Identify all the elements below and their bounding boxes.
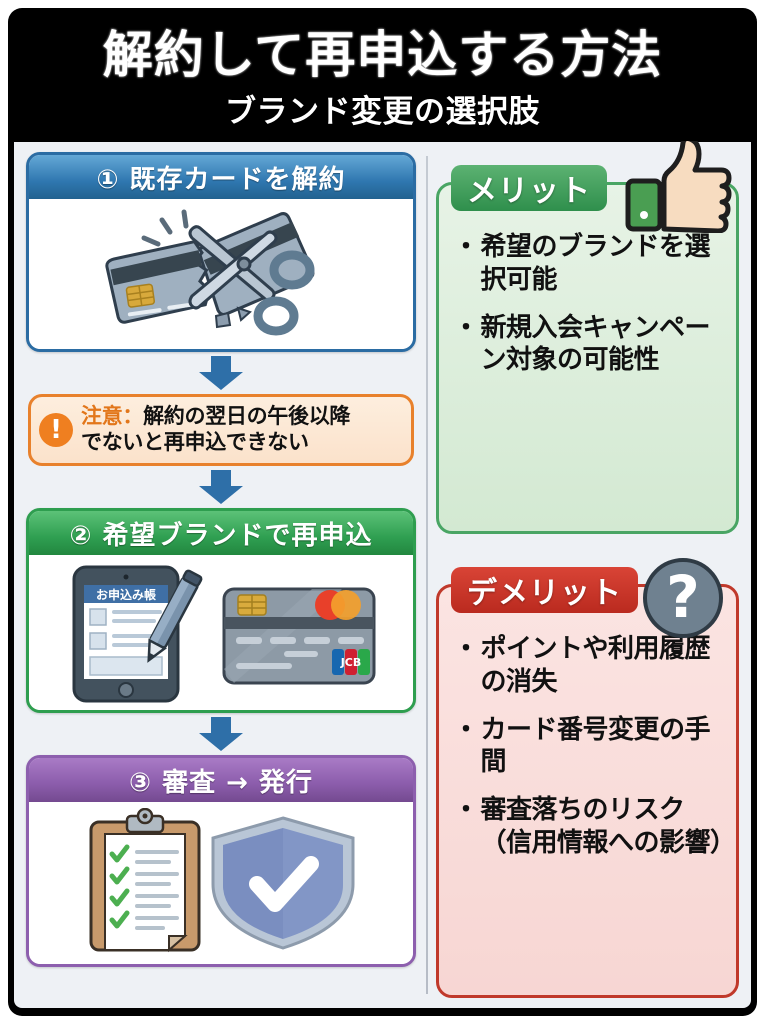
warning-note: ! 注意：解約の翌日の午後以降 でないと再申込できない xyxy=(28,394,414,467)
merit-panel: メリット ・ 希望のブランドを選択可能 ・ 新規入会キャンペーン対象の可能性 xyxy=(436,141,739,534)
question-mark-icon: ? xyxy=(643,558,723,638)
merit-list: ・ 希望のブランドを選択可能 ・ 新規入会キャンペーン対象の可能性 xyxy=(439,185,736,406)
svg-text:?: ? xyxy=(666,563,700,631)
merit-item-text: 新規入会キャンペーン対象の可能性 xyxy=(480,312,711,376)
step-card-1[interactable]: ① 既存カードを解約 xyxy=(26,152,416,352)
thumbs-up-icon xyxy=(625,141,732,233)
bullet-marker: ・ xyxy=(453,795,479,825)
demerit-item: ・ ポイントや利用履歴の消失 xyxy=(453,633,726,699)
step-3-illustration xyxy=(29,802,413,965)
step-2-title: ② 希望ブランドで再申込 xyxy=(29,511,413,556)
merit-item: ・ 新規入会キャンペーン対象の可能性 xyxy=(453,312,726,378)
column-divider xyxy=(426,156,428,994)
header: 解約して再申込する方法 ブランド変更の選択肢 xyxy=(14,14,751,142)
merit-item-text: 希望のブランドを選択可能 xyxy=(480,232,711,295)
cut-card-with-scissors-icon xyxy=(105,209,315,336)
demerit-item: ・ カード番号変更の手間 xyxy=(453,714,726,780)
merit-label: メリット xyxy=(451,165,607,211)
step-3-title: ③ 審査 → 発行 xyxy=(29,758,413,803)
pros-cons-column: メリット ・ 希望のブランドを選択可能 ・ 新規入会キャンペーン対象の可能性 xyxy=(434,141,745,1000)
content-board: ① 既存カードを解約 xyxy=(14,141,751,1008)
bullet-marker: ・ xyxy=(453,312,479,343)
steps-column: ① 既存カードを解約 xyxy=(20,150,420,1000)
arrow-step2-to-step3 xyxy=(26,717,416,752)
step-1-title: ① 既存カードを解約 xyxy=(29,155,413,199)
merit-item: ・ 希望のブランドを選択可能 xyxy=(453,231,726,297)
demerit-item-text: ポイントや利用履歴の消失 xyxy=(480,634,711,697)
svg-text:JCB: JCB xyxy=(340,656,362,669)
arrow-warning-to-step2 xyxy=(26,470,416,505)
bullet-marker: ・ xyxy=(453,714,479,745)
tablet-and-credit-card-icon: お申込み帳 xyxy=(72,565,376,703)
page-subtitle: ブランド変更の選択肢 xyxy=(225,94,540,130)
bullet-marker: ・ xyxy=(453,634,479,664)
step-card-2[interactable]: ② 希望ブランドで再申込 お申込み帳 xyxy=(26,508,416,714)
warning-lead: 注意： xyxy=(81,404,144,428)
warning-line1: 解約の翌日の午後以降 xyxy=(143,404,351,428)
infographic-frame: 解約して再申込する方法 ブランド変更の選択肢 ① 既存カードを解約 xyxy=(8,8,757,1016)
bullet-marker: ・ xyxy=(453,232,479,262)
demerit-item: ・ 審査落ちのリスク（信用情報への影響） xyxy=(453,794,737,860)
demerit-item-text: カード番号変更の手間 xyxy=(480,714,711,778)
demerit-item-text: 審査落ちのリスク（信用情報への影響） xyxy=(480,795,737,858)
step-2-illustration: お申込み帳 xyxy=(29,555,413,711)
arrow-step1-to-warning xyxy=(26,356,416,390)
warning-line2: でないと再申込できない xyxy=(81,429,309,454)
clipboard-and-shield-icon xyxy=(89,808,355,953)
tablet-form-title: お申込み帳 xyxy=(96,587,156,602)
warning-text: 注意：解約の翌日の午後以降 でないと再申込できない xyxy=(81,404,350,455)
demerit-list: ・ ポイントや利用履歴の消失 ・ カード番号変更の手間 ・ 審査落ちのリスク（信… xyxy=(439,587,736,889)
exclamation-icon: ! xyxy=(39,412,73,447)
page-title: 解約して再申込する方法 xyxy=(102,26,663,84)
step-1-illustration xyxy=(29,199,413,349)
demerit-panel: デメリット ? ・ ポイントや利用履歴の消失 ・ カード番号変更の手間 ・ xyxy=(436,558,739,998)
step-card-3[interactable]: ③ 審査 → 発行 xyxy=(26,755,416,968)
demerit-label: デメリット xyxy=(451,567,638,613)
